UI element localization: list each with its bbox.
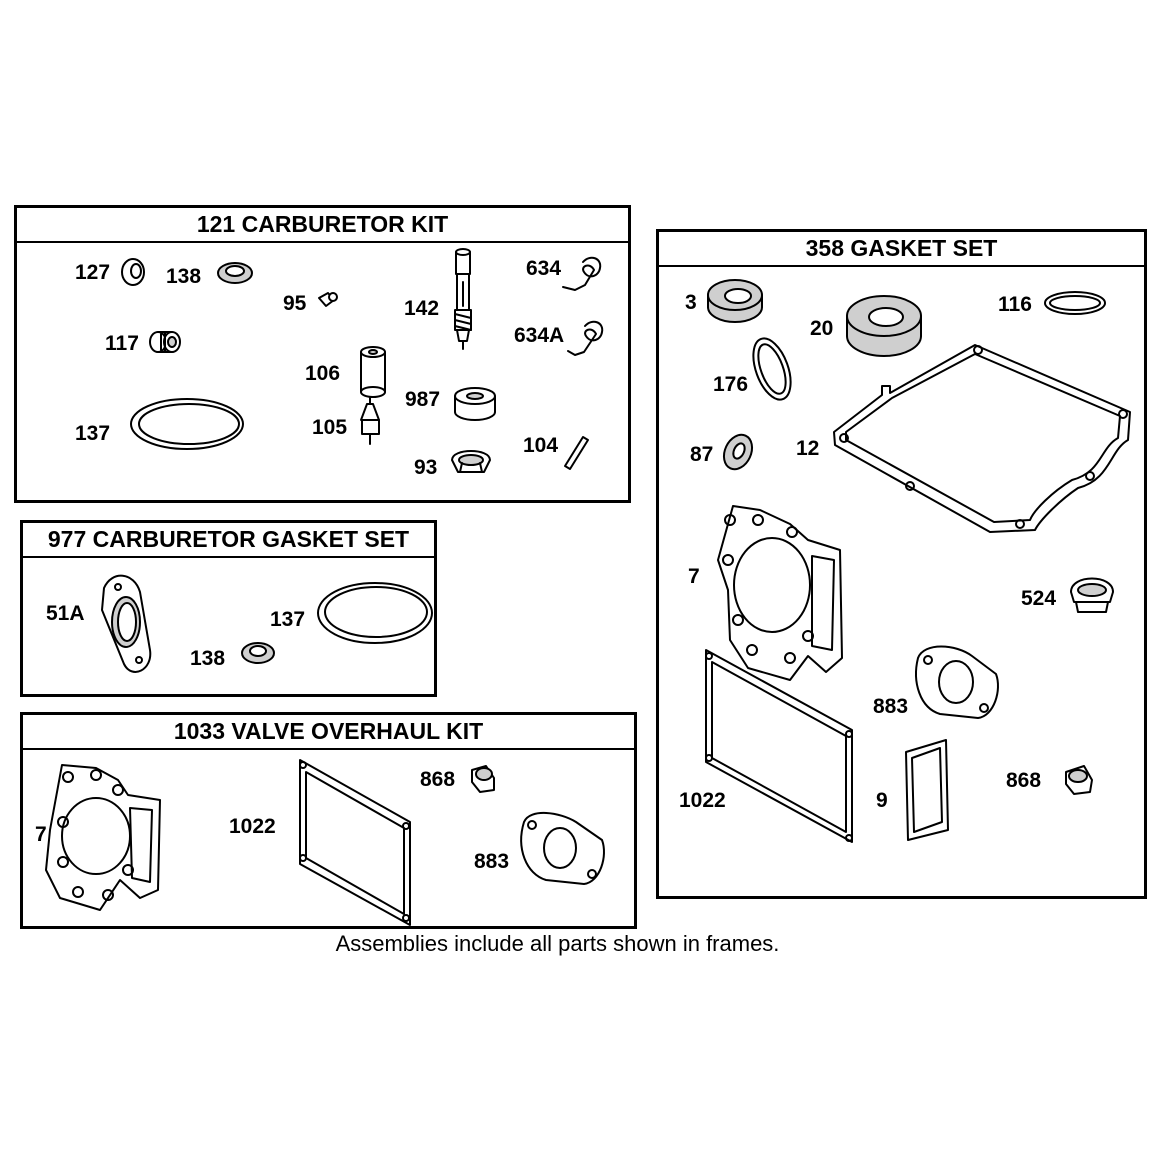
label-883: 883 [873, 695, 909, 718]
part-883-gasket-drawing [915, 645, 999, 719]
label-524: 524 [1021, 587, 1057, 610]
label-138: 138 [166, 265, 202, 288]
part-1022-valve-drawing [299, 759, 411, 926]
part-634a-drawing [567, 320, 604, 356]
part-127-drawing [121, 258, 145, 286]
label-138: 138 [190, 647, 226, 670]
label-142: 142 [404, 297, 440, 320]
label-634a: 634A [514, 324, 565, 347]
part-9-drawing [905, 739, 949, 841]
label-7: 7 [688, 565, 700, 588]
part-116-drawing [1044, 291, 1106, 315]
label-176: 176 [713, 373, 749, 396]
label-634: 634 [526, 257, 562, 280]
part-137-drawing [130, 398, 244, 450]
frame-title: 358 GASKET SET [659, 232, 1144, 267]
part-87-drawing [722, 433, 754, 471]
caption: Assemblies include all parts shown in fr… [335, 931, 780, 956]
part-93-drawing [451, 450, 491, 473]
part-20-drawing [846, 295, 922, 357]
label-116: 116 [998, 293, 1032, 316]
label-93: 93 [414, 456, 438, 479]
label-137: 137 [75, 422, 111, 445]
part-1022-gasket-drawing [705, 649, 853, 843]
part-868-gasket-drawing [1065, 765, 1093, 795]
label-104: 104 [523, 434, 559, 457]
label-7: 7 [35, 823, 47, 846]
frame-title: 977 CARBURETOR GASKET SET [23, 523, 434, 558]
part-95-drawing [318, 292, 338, 307]
label-106: 106 [305, 362, 341, 385]
label-137: 137 [270, 608, 306, 631]
part-138b-drawing [241, 642, 275, 664]
label-117: 117 [105, 332, 139, 355]
label-9: 9 [876, 789, 888, 812]
label-1022: 1022 [679, 789, 726, 812]
label-51a: 51A [46, 602, 85, 625]
part-104-drawing [564, 436, 589, 470]
label-12: 12 [796, 437, 820, 460]
label-868: 868 [1006, 769, 1042, 792]
part-138-drawing [217, 262, 253, 284]
part-51a-drawing [101, 574, 152, 673]
label-3: 3 [685, 291, 697, 314]
part-137b-drawing [317, 582, 433, 644]
part-7-valve-drawing [45, 764, 161, 911]
part-883-valve-drawing [520, 811, 605, 885]
part-868-valve-drawing [471, 765, 495, 793]
part-142-drawing [454, 248, 472, 350]
part-105-drawing [360, 397, 380, 445]
label-1022: 1022 [229, 815, 276, 838]
part-987-drawing [454, 387, 496, 421]
label-87: 87 [690, 443, 714, 466]
label-883: 883 [474, 850, 510, 873]
part-3-drawing [707, 279, 763, 323]
frame-carburetor-kit: 121 CARBURETOR KIT [14, 205, 631, 503]
part-634-drawing [562, 256, 602, 291]
part-176-drawing [752, 337, 792, 401]
label-987: 987 [405, 388, 441, 411]
label-105: 105 [312, 416, 348, 439]
part-106-drawing [360, 346, 386, 398]
label-868: 868 [420, 768, 456, 791]
part-524-drawing [1070, 577, 1114, 613]
frame-title: 1033 VALVE OVERHAUL KIT [23, 715, 634, 750]
part-12-drawing [833, 344, 1131, 533]
label-20: 20 [810, 317, 834, 340]
label-95: 95 [283, 292, 307, 315]
part-7-gasket-drawing [717, 505, 843, 681]
label-127: 127 [75, 261, 111, 284]
frame-title: 121 CARBURETOR KIT [17, 208, 628, 243]
part-117-drawing [149, 331, 181, 353]
